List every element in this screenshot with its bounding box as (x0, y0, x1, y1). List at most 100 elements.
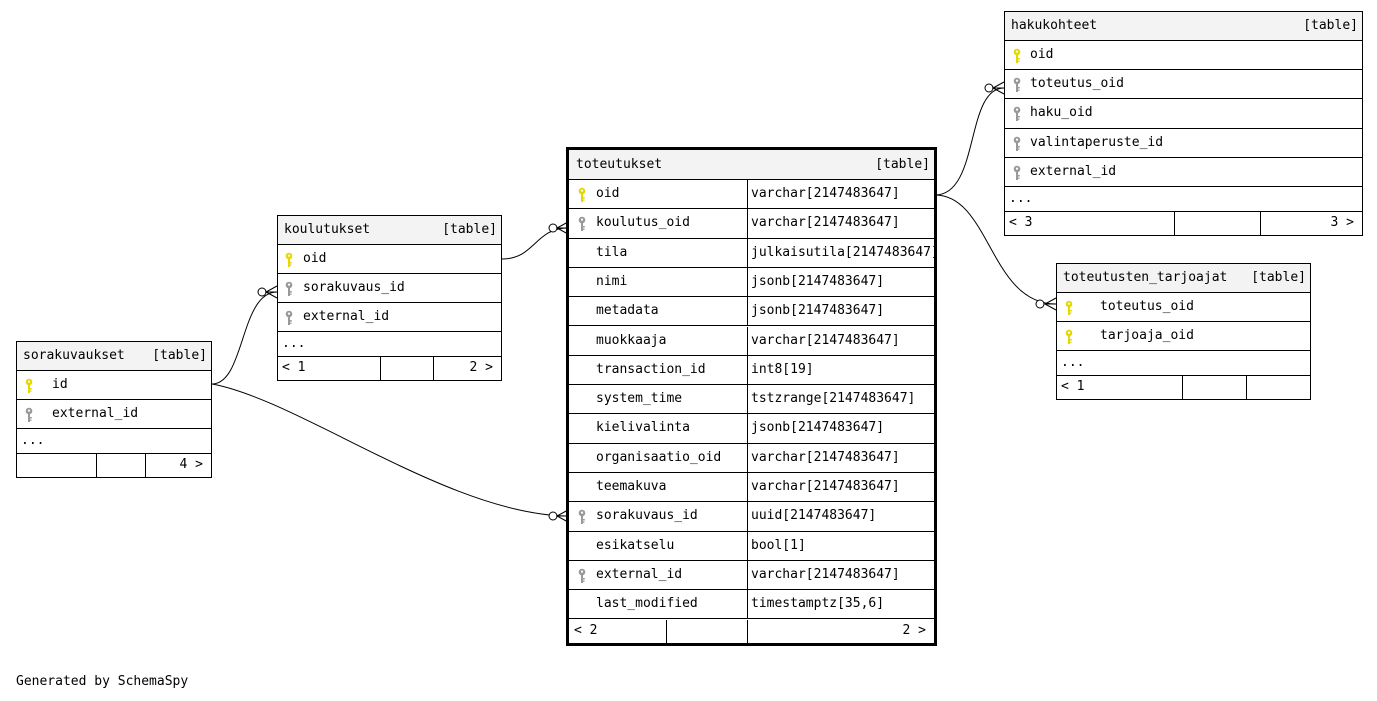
column-name: external_id (596, 566, 683, 582)
column-type: timestamptz[35,6] (751, 596, 885, 612)
column-type: int8[19] (751, 361, 814, 377)
column-row[interactable]: tarjoaja_oid (1057, 322, 1310, 351)
primary-key-icon (578, 186, 586, 202)
table-toteutusten-tarjoajat[interactable]: toteutusten_tarjoajat [table] toteutus_o… (1056, 263, 1311, 400)
crowfoot-circle (257, 287, 267, 297)
crowfoot (1043, 297, 1057, 311)
table-footer: < 3 3 > (1005, 212, 1362, 235)
link-sorakuvaukset-toteutukset (211, 383, 569, 517)
column-row[interactable]: id (17, 371, 211, 400)
column-type: tstzrange[2147483647] (751, 391, 916, 407)
column-row[interactable]: koulutus_oid varchar[2147483647] (569, 209, 934, 239)
column-name: transaction_id (596, 361, 706, 377)
foreign-key-icon (285, 309, 293, 325)
column-name: oid (596, 186, 620, 201)
crowfoot (264, 285, 278, 299)
column-row[interactable]: toteutus_oid (1057, 293, 1310, 322)
table-name: koulutukset (284, 222, 371, 237)
ellipsis: ... (21, 433, 45, 448)
column-row[interactable]: valintaperuste_id (1005, 129, 1362, 158)
column-type: jsonb[2147483647] (751, 303, 885, 319)
column-name: nimi (596, 273, 628, 289)
table-koulutukset[interactable]: koulutukset [table] oid sorakuvaus_id ex… (277, 215, 502, 381)
column-name: tila (596, 244, 628, 260)
table-sorakuvaukset[interactable]: sorakuvaukset [table] id external_id ...… (16, 341, 212, 478)
parents-count[interactable]: < 2 (574, 622, 598, 638)
column-name: koulutus_oid (596, 215, 690, 231)
children-count[interactable]: 2 > (902, 622, 926, 638)
column-type: varchar[2147483647] (751, 215, 900, 231)
column-name: sorakuvaus_id (303, 280, 405, 295)
link-koulutukset-toteutukset (501, 227, 569, 260)
foreign-key-icon (1013, 105, 1021, 122)
column-row[interactable]: sorakuvaus_id uuid[2147483647] (569, 502, 934, 532)
table-kind: [table] (875, 157, 930, 172)
table-name: toteutusten_tarjoajat (1063, 270, 1228, 285)
column-row[interactable]: toteutus_oid (1005, 70, 1362, 100)
column-type: varchar[2147483647] (751, 332, 900, 348)
column-row[interactable]: external_id (1005, 158, 1362, 187)
column-row[interactable]: external_id (278, 303, 501, 332)
table-footer: < 1 (1057, 376, 1310, 399)
table-kind: [table] (442, 222, 497, 237)
column-row[interactable]: haku_oid (1005, 99, 1362, 129)
table-name: toteutukset (576, 157, 663, 172)
column-name: id (52, 377, 68, 392)
children-count[interactable]: 2 > (469, 360, 493, 375)
column-row[interactable]: transaction_id int8[19] (569, 355, 934, 386)
ellipsis: ... (1061, 355, 1085, 370)
column-type: bool[1] (751, 537, 806, 553)
column-row[interactable]: oid (278, 245, 501, 274)
foreign-key-icon (578, 215, 586, 232)
table-footer: 4 > (17, 454, 211, 477)
primary-key-icon (25, 377, 33, 393)
column-type: uuid[2147483647] (751, 508, 877, 524)
children-count[interactable]: 3 > (1330, 215, 1354, 230)
more-columns[interactable]: ... (1005, 187, 1362, 212)
parents-count[interactable]: < 3 (1009, 215, 1033, 230)
column-name: sorakuvaus_id (596, 508, 698, 524)
primary-key-icon (1065, 328, 1073, 344)
column-row[interactable]: oid (1005, 41, 1362, 71)
parents-count[interactable]: < 1 (1061, 379, 1085, 394)
link-toteutukset-tarjoajat (934, 194, 1057, 305)
column-name: toteutus_oid (1100, 299, 1194, 314)
column-name: external_id (52, 406, 139, 421)
column-type: jsonb[2147483647] (751, 420, 885, 436)
children-count[interactable]: 4 > (179, 457, 203, 472)
foreign-key-icon (25, 406, 33, 422)
table-name: sorakuvaukset (23, 348, 125, 363)
table-footer: < 1 2 > (278, 357, 501, 380)
column-name: kielivalinta (596, 420, 690, 436)
foreign-key-icon (578, 508, 586, 525)
primary-key-icon (285, 251, 293, 267)
more-columns[interactable]: ... (17, 429, 211, 454)
link-sorakuvaukset-koulutukset (211, 291, 278, 385)
more-columns[interactable]: ... (1057, 351, 1310, 376)
column-row[interactable]: external_id (17, 400, 211, 429)
more-columns[interactable]: ... (278, 332, 501, 357)
table-header: koulutukset [table] (278, 216, 501, 245)
ellipsis: ... (282, 336, 306, 351)
table-name: hakukohteet (1011, 18, 1098, 33)
column-row[interactable]: sorakuvaus_id (278, 274, 501, 303)
column-name: metadata (596, 303, 659, 319)
parents-count[interactable]: < 1 (282, 360, 306, 375)
column-row[interactable]: metadata jsonb[2147483647] (569, 297, 934, 327)
foreign-key-icon (1013, 135, 1021, 151)
table-header: toteutusten_tarjoajat [table] (1057, 264, 1310, 293)
column-row[interactable]: kielivalinta jsonb[2147483647] (569, 414, 934, 444)
table-kind: [table] (1303, 18, 1358, 33)
